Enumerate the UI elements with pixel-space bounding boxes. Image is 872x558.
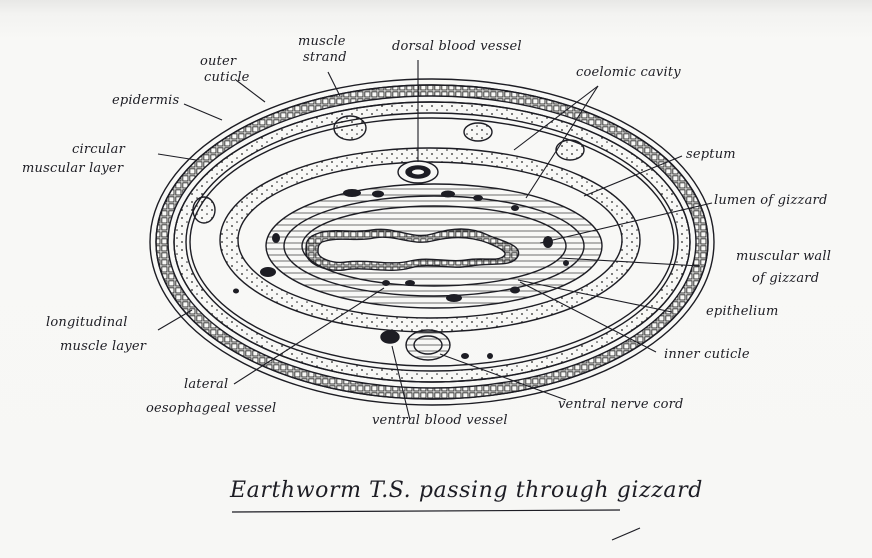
label-ventral-blood-vessel: ventral blood vessel xyxy=(372,414,508,428)
label-circular-line1: circular xyxy=(72,143,125,157)
label-longitudinal-line1: longitudinal xyxy=(46,316,128,330)
label-muscular-wall-line1: muscular wall xyxy=(736,250,831,264)
label-epidermis: epidermis xyxy=(112,94,179,108)
label-circular-line2: muscular layer xyxy=(22,162,123,176)
ventral-blood-vessel xyxy=(381,331,399,343)
label-lateral-line2: oesophageal vessel xyxy=(146,402,276,416)
label-outer-cuticle-line1: outer xyxy=(200,55,236,69)
label-septum: septum xyxy=(686,148,736,162)
label-muscle-strand-line1: muscle xyxy=(298,35,346,49)
label-longitudinal-line2: muscle layer xyxy=(60,340,146,354)
label-coelomic-cavity: coelomic cavity xyxy=(576,66,681,80)
diagram-caption: Earthworm T.S. passing through gizzard xyxy=(230,478,703,503)
label-lateral-line1: lateral xyxy=(184,378,228,392)
label-muscle-strand-line2: strand xyxy=(303,51,347,65)
label-ventral-nerve-cord: ventral nerve cord xyxy=(558,398,684,412)
label-muscular-wall-line2: of gizzard xyxy=(752,272,819,286)
label-lumen-of-gizzard: lumen of gizzard xyxy=(714,194,828,208)
label-dorsal-blood-vessel: dorsal blood vessel xyxy=(392,40,522,54)
caption-underline xyxy=(232,510,620,512)
label-outer-cuticle-line2: cuticle xyxy=(204,71,250,85)
muscle-strand xyxy=(334,116,366,140)
label-inner-cuticle: inner cuticle xyxy=(664,348,750,362)
gizzard-lumen xyxy=(318,237,505,263)
label-epithelium: epithelium xyxy=(706,305,778,319)
